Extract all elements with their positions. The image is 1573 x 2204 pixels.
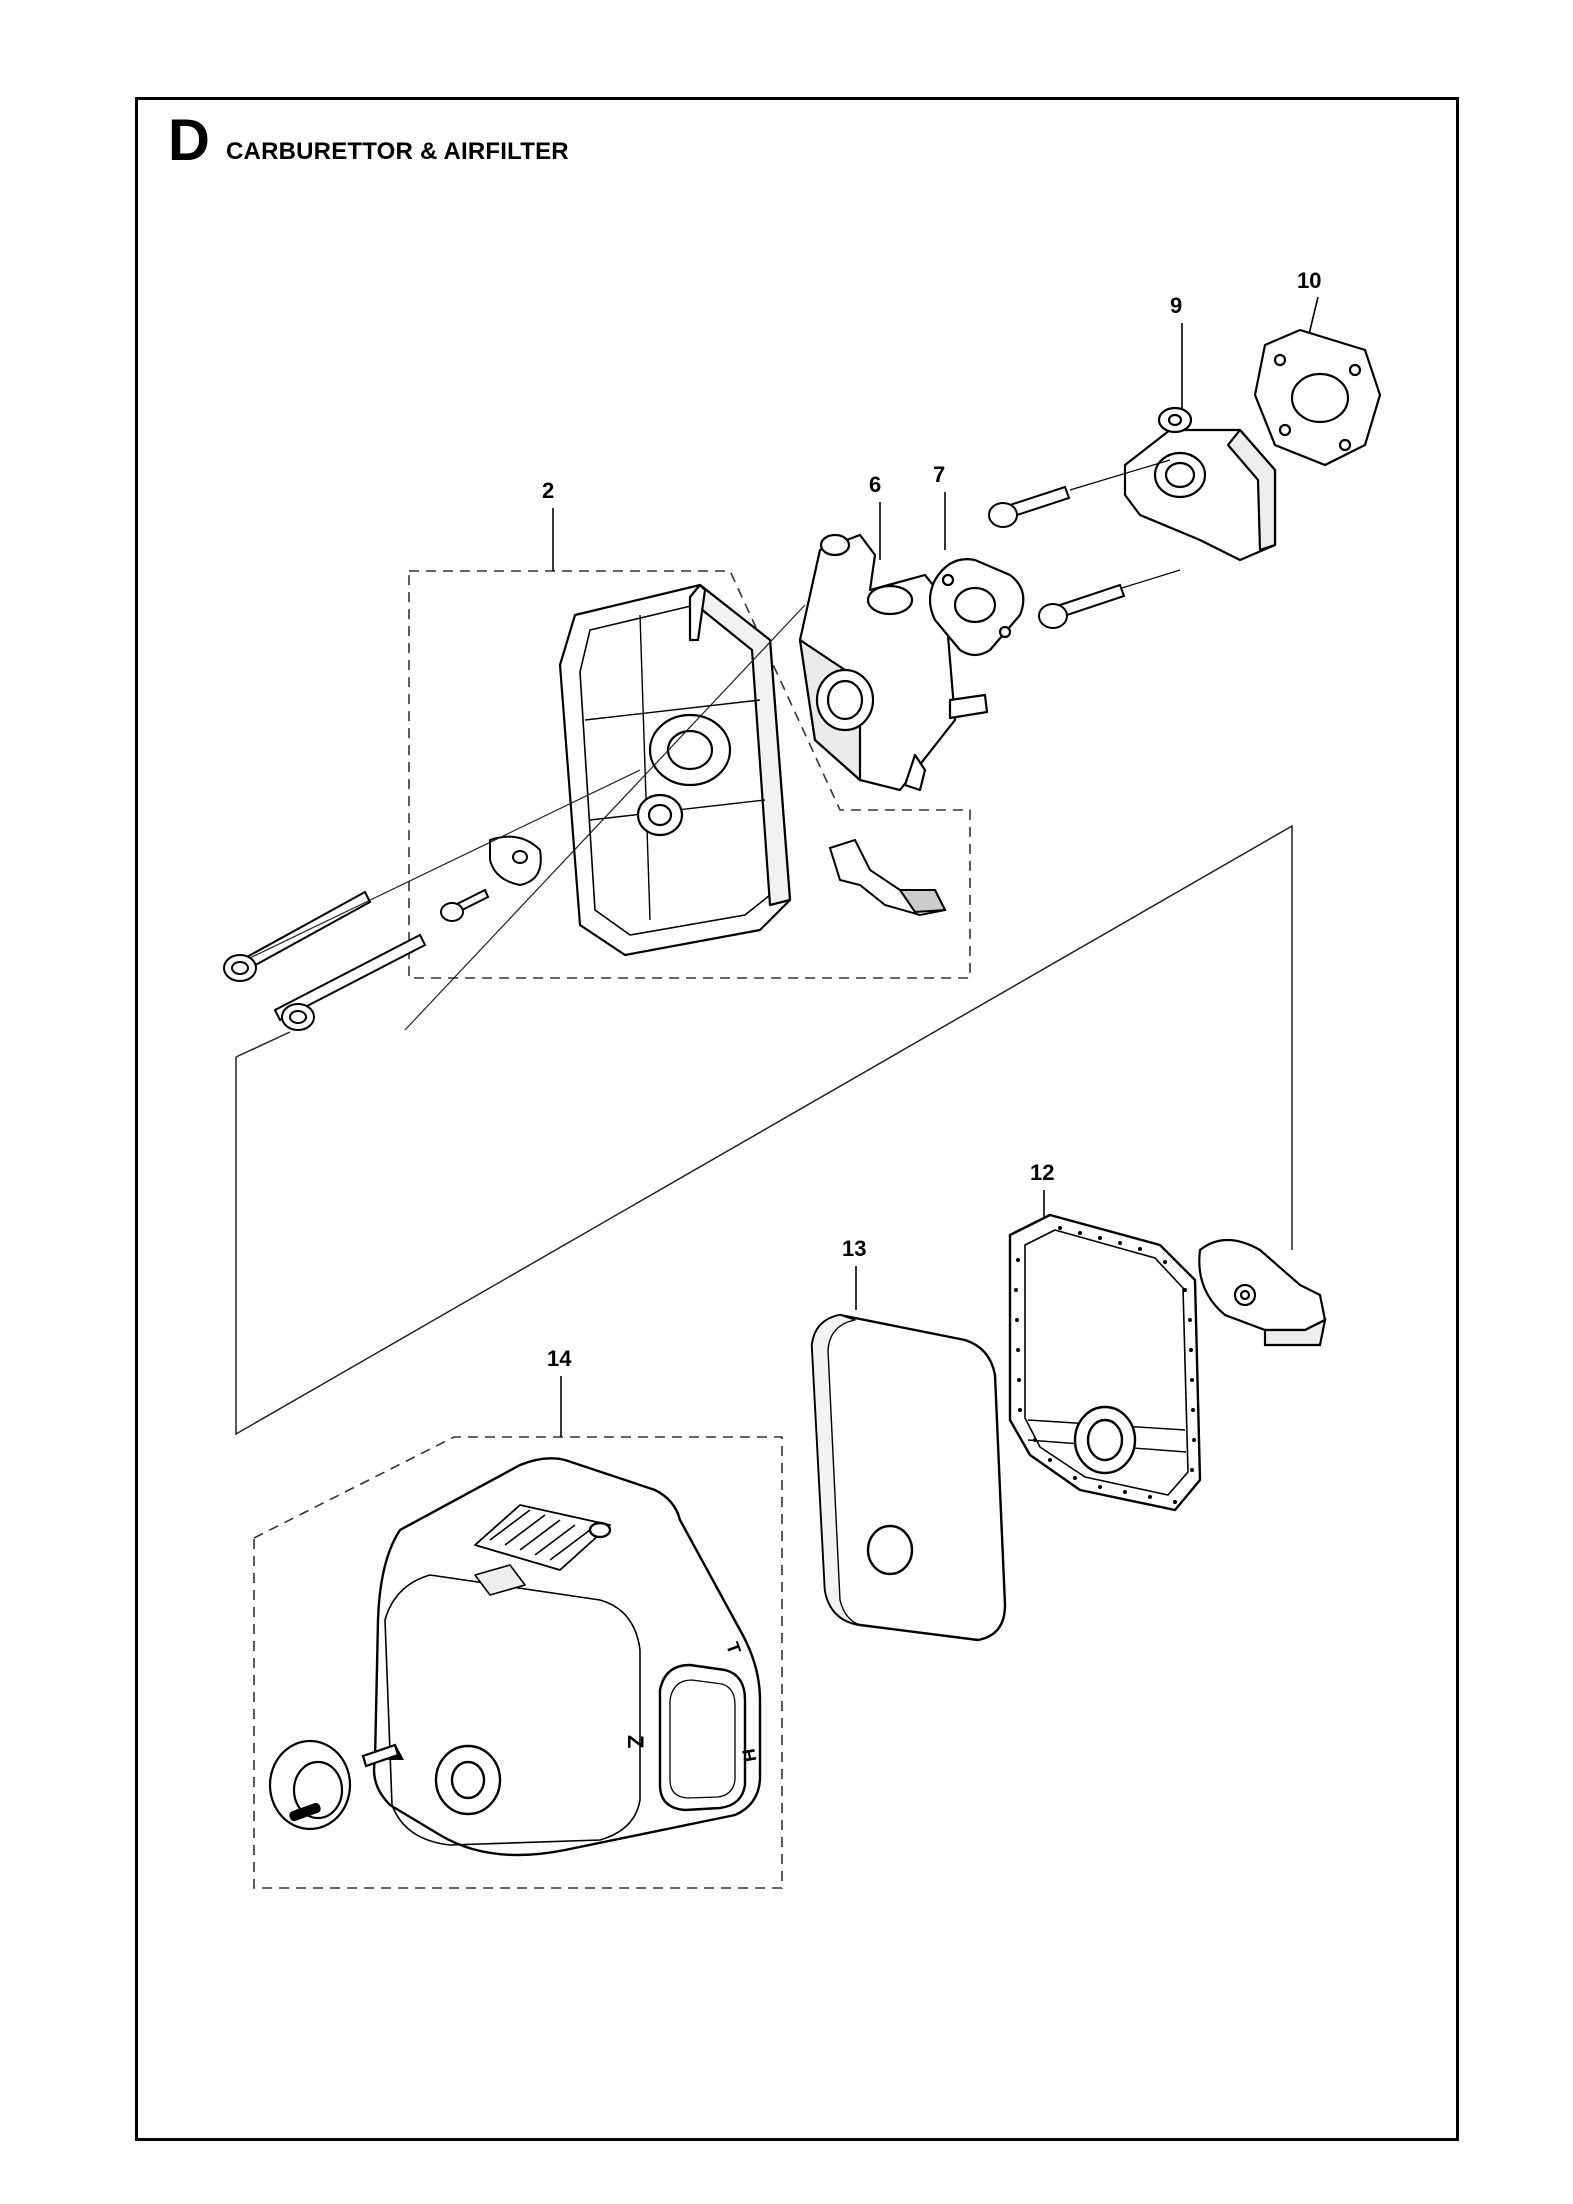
- assembly-line-left: [235, 824, 1293, 1436]
- filter-rivets: [1014, 1226, 1196, 1504]
- filter-element: [1008, 1213, 1202, 1512]
- callout-labels: 2 6 7 9 10 12 13 14: [542, 268, 1321, 1371]
- group-box-airfilter-base: [408, 570, 971, 979]
- manifold-bolts: [988, 459, 1181, 629]
- callout-10: 10: [1297, 268, 1321, 293]
- intake-manifold: [1123, 406, 1277, 562]
- airfilter-cover: [372, 1457, 762, 1857]
- callout-12: 12: [1030, 1160, 1054, 1185]
- callout-9: 9: [1170, 293, 1182, 318]
- airfilter-base: [558, 583, 792, 957]
- page-frame: [135, 97, 1459, 2141]
- callout-13: 13: [842, 1236, 866, 1261]
- assembly-lines: [235, 824, 1293, 1436]
- choke-lever: [828, 838, 947, 917]
- manifold-gasket: [1253, 328, 1382, 467]
- section-title: CARBURETTOR & AIRFILTER: [226, 138, 569, 165]
- cover-marking-side: H: [738, 1747, 760, 1763]
- cover-marking-bar: Z: [623, 1735, 648, 1748]
- callout-14: 14: [547, 1346, 572, 1371]
- group-box-cover: [253, 1436, 783, 1889]
- cover-markings: T H Z: [623, 1640, 760, 1764]
- through-lines: [249, 604, 806, 1031]
- carburettor-gasket: [928, 558, 1025, 657]
- cover-knob: [268, 1739, 400, 1831]
- callout-6: 6: [869, 472, 881, 497]
- leader-lines: [552, 296, 1319, 1437]
- long-bolts: [223, 835, 542, 1031]
- section-letter: D: [168, 108, 210, 173]
- dashed-group-boxes: [253, 570, 971, 1889]
- filter-bracket: [1198, 1239, 1327, 1347]
- callout-7: 7: [933, 462, 945, 487]
- callout-2: 2: [542, 478, 554, 503]
- foam-filter: [810, 1313, 1007, 1642]
- carburettor: [798, 533, 989, 792]
